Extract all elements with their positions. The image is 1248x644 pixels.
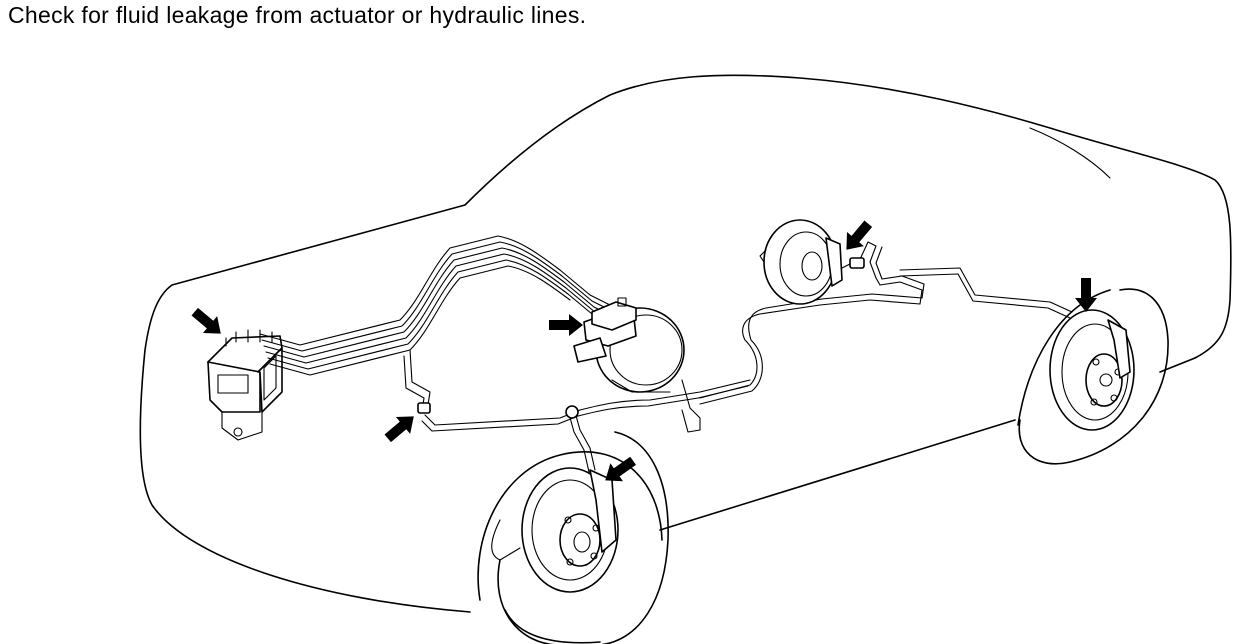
- front-brake-disc: [491, 467, 619, 593]
- page-title: Check for fluid leakage from actuator or…: [8, 2, 587, 28]
- abs-actuator: [207, 329, 283, 441]
- rear-wheel: [1017, 288, 1169, 465]
- arrow-icon: [846, 220, 873, 250]
- car-body-outline: [139, 74, 1232, 613]
- callout-arrows: [191, 220, 1097, 482]
- arrow-icon: [384, 416, 414, 443]
- rear-brake-assembly: [759, 219, 865, 305]
- arrow-icon: [549, 314, 583, 336]
- arrow-icon: [605, 456, 636, 482]
- arrow-icon: [1075, 278, 1097, 312]
- hydraulic-lines-rear: [699, 241, 1073, 405]
- hydraulic-lines-front: [259, 235, 751, 473]
- arrow-icon: [191, 307, 221, 334]
- rear-brake-disc: [1049, 309, 1135, 431]
- master-cylinder: [573, 297, 637, 363]
